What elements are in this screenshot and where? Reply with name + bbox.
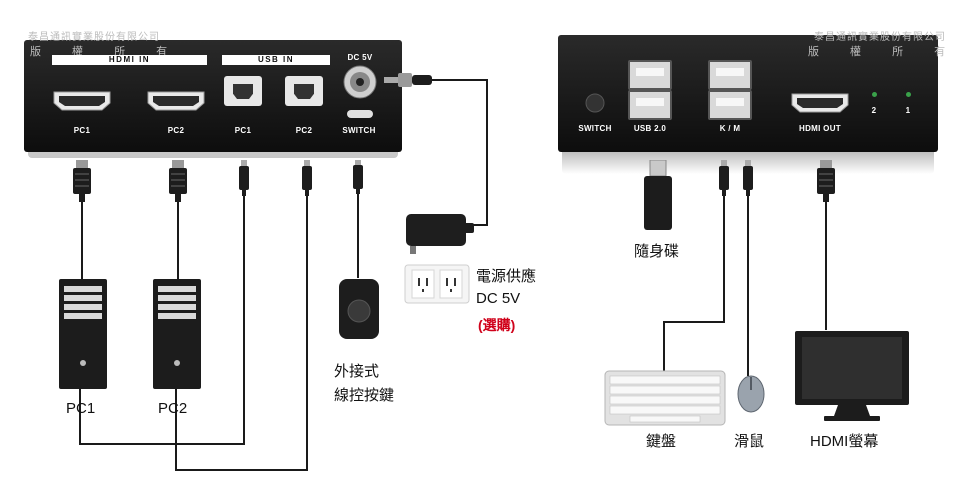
hdmi-out-port bbox=[791, 93, 849, 113]
front-switch-button bbox=[585, 93, 605, 113]
dc-input-label: DC 5V bbox=[347, 53, 373, 62]
power-adapter bbox=[406, 214, 474, 254]
hdmi-out-label: HDMI OUT bbox=[799, 124, 841, 133]
mouse-icon bbox=[737, 375, 765, 413]
usb-2-0-port-top bbox=[628, 60, 672, 90]
wall-socket bbox=[404, 264, 470, 304]
pc1-caption: PC1 bbox=[66, 400, 96, 417]
remote-switch-caption-line2: 線控按鍵 bbox=[334, 387, 395, 404]
hdmi-in-pc2-port bbox=[147, 91, 205, 111]
pc2-caption: PC2 bbox=[158, 400, 188, 417]
usb-cable-connector-pc1 bbox=[239, 160, 249, 196]
hdmi-in-group-label: HDMI IN bbox=[52, 55, 207, 65]
watermark-company-right: 泰昌通訊實業股份有限公司 bbox=[814, 32, 946, 43]
usb-cable-connector-pc2 bbox=[302, 160, 312, 196]
usb-in-pc1-port bbox=[224, 76, 262, 106]
usb-in-group-label: USB IN bbox=[222, 55, 330, 65]
remote-switch-button bbox=[339, 279, 379, 339]
hdmi-cable-connector-pc2 bbox=[169, 160, 187, 202]
led-2-indicator bbox=[872, 92, 877, 97]
power-supply-caption-line2: DC 5V bbox=[476, 290, 521, 307]
usb-2-0-label: USB 2.0 bbox=[633, 124, 667, 133]
km-port-bottom bbox=[708, 90, 752, 120]
keyboard-icon bbox=[604, 370, 726, 426]
switch-cable-connector bbox=[353, 160, 363, 194]
remote-switch-caption-line1: 外接式 bbox=[334, 363, 380, 380]
usb-2-0-port-bottom bbox=[628, 90, 672, 120]
rear-panel-bottom-shadow bbox=[28, 152, 398, 158]
port-label-hdmi-pc2: PC2 bbox=[167, 126, 185, 135]
monitor-caption: HDMI螢幕 bbox=[810, 433, 879, 450]
km-label: K / M bbox=[719, 124, 741, 133]
port-label-hdmi-pc1: PC1 bbox=[73, 126, 91, 135]
mouse-caption: 滑鼠 bbox=[734, 433, 765, 450]
pc2-tower-icon bbox=[153, 279, 201, 389]
front-switch-label: SWITCH bbox=[578, 124, 612, 133]
hdmi-cable-connector-pc1 bbox=[73, 160, 91, 202]
watermark-rights-right: 版 權 所 有 bbox=[808, 46, 960, 58]
port-label-usb-pc2: PC2 bbox=[295, 126, 313, 135]
keyboard-cable-connector bbox=[719, 160, 729, 196]
led-2-label: 2 bbox=[871, 106, 877, 115]
hdmi-in-pc1-port bbox=[53, 91, 111, 111]
power-supply-optional-caption: (選購) bbox=[478, 317, 516, 333]
led-1-indicator bbox=[906, 92, 911, 97]
usb-in-pc2-port bbox=[285, 76, 323, 106]
port-label-usb-pc1: PC1 bbox=[234, 126, 252, 135]
hdmi-monitor-icon bbox=[795, 331, 909, 421]
usb-drive-caption: 隨身碟 bbox=[634, 243, 680, 260]
usb-flash-drive-icon bbox=[644, 160, 672, 230]
watermark-company: 泰昌通訊實業股份有限公司 bbox=[28, 32, 160, 43]
switch-port bbox=[347, 110, 373, 118]
port-label-switch: SWITCH bbox=[342, 126, 376, 135]
hdmi-out-cable-connector bbox=[817, 160, 835, 202]
dc-power-jack bbox=[343, 65, 377, 99]
dc-plug bbox=[384, 73, 432, 87]
keyboard-caption: 鍵盤 bbox=[646, 433, 677, 450]
pc1-tower-icon bbox=[59, 279, 107, 389]
km-port-top bbox=[708, 60, 752, 90]
led-1-label: 1 bbox=[905, 106, 911, 115]
mouse-cable-connector bbox=[743, 160, 753, 196]
power-supply-caption-line1: 電源供應 bbox=[476, 268, 537, 285]
